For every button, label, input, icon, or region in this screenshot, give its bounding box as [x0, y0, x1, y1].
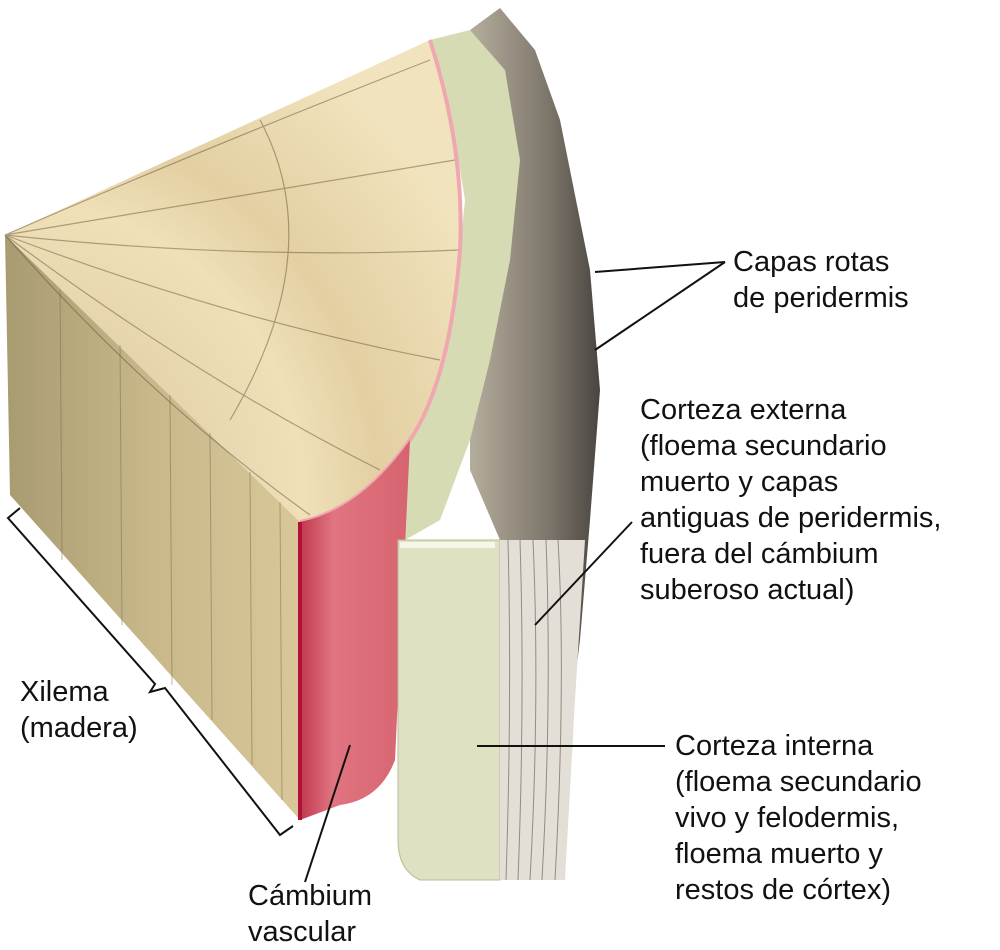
label-line: floema muerto y: [675, 838, 883, 870]
xylem-top-face: [5, 40, 461, 522]
label-line: Xilema: [20, 676, 109, 708]
vascular-cambium-face: [300, 440, 410, 820]
xylem-side-face: [5, 235, 300, 820]
label-line: muerto y capas: [640, 466, 839, 498]
label-line: antiguas de peridermis,: [640, 502, 942, 534]
label-xilema: Xilema (madera): [20, 674, 138, 746]
inner-bark-block: [397, 539, 501, 881]
label-peridermis: Capas rotas de peridermis: [733, 244, 909, 316]
label-line: vivo y felodermis,: [675, 802, 900, 834]
label-line: Cámbium: [248, 880, 373, 912]
label-line: Capas rotas: [733, 246, 890, 278]
label-line: restos de córtex): [675, 874, 891, 906]
xylem-bracket: [6, 507, 294, 837]
label-line: (floema secundario: [675, 766, 922, 798]
label-line: Corteza externa: [640, 394, 847, 426]
label-line: Corteza interna: [675, 730, 874, 762]
label-corteza-interna: Corteza interna (floema secundario vivo …: [675, 728, 922, 908]
label-line: fuera del cámbium: [640, 538, 879, 570]
inner-bark-top: [400, 30, 520, 540]
label-line: vascular: [248, 916, 356, 948]
label-cambium: Cámbium vascular: [248, 878, 372, 950]
label-line: suberoso actual): [640, 574, 855, 606]
label-line: de peridermis: [733, 282, 909, 314]
label-corteza-externa: Corteza externa (floema secundario muert…: [640, 392, 941, 608]
label-line: (madera): [20, 712, 138, 744]
outer-bark-block: [500, 540, 585, 880]
label-line: (floema secundario: [640, 430, 887, 462]
